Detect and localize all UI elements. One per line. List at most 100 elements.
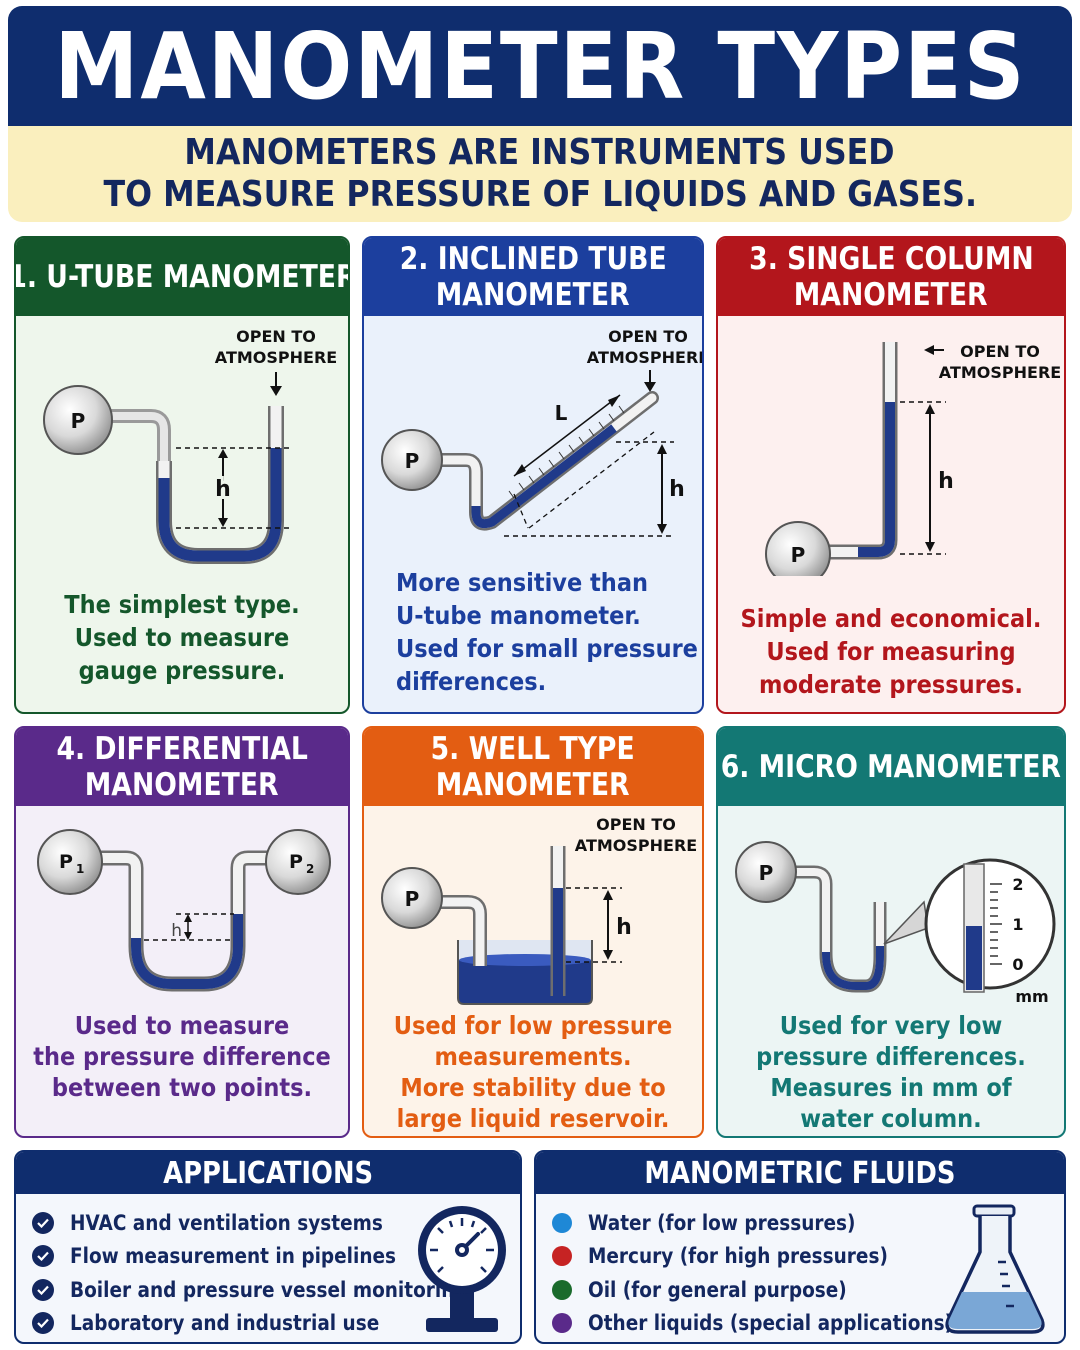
card-header: 4. DIFFERENTIAL MANOMETER [16,728,348,806]
p-label: P [71,409,86,433]
pressure-bulb [43,385,113,455]
check-circle-icon [32,1312,54,1335]
svg-text:ATMOSPHERE: ATMOSPHERE [587,348,704,367]
liquid-column [471,424,617,529]
pressure-bulb [381,867,443,929]
scale-label-2: 2 [1012,875,1023,894]
liquid-column [822,946,884,990]
card-header: 5. WELL TYPE MANOMETER [364,728,702,806]
card-description: Used to measure the pressure difference … [33,1011,331,1102]
scale-ticks [990,883,1002,965]
list-item: Flow measurement in pipelines [32,1240,520,1274]
svg-text:OPEN TO: OPEN TO [608,327,688,346]
card-micro-manometer: 6. MICRO MANOMETER 2 1 0 mm P Used for v… [716,726,1066,1138]
pressure-bulb [735,841,797,903]
subtitle-line-2: TO MEASURE PRESSURE OF LIQUIDS AND GASES… [103,174,977,215]
oil-dot-icon [552,1279,572,1300]
liquid-column [158,448,282,562]
svg-text:1: 1 [76,862,84,876]
card-description: Used for very low pressure differences. … [756,1011,1026,1133]
pressure-gauge-icon [418,1206,506,1332]
svg-text:P: P [759,861,774,885]
check-circle-icon [32,1245,54,1268]
svg-text:ATMOSPHERE: ATMOSPHERE [939,363,1061,382]
mercury-dot-icon [552,1246,572,1267]
pressure-bulb [381,429,443,491]
list-item: Water (for low pressures) [552,1206,1003,1240]
subtitle-line-1: MANOMETERS ARE INSTRUMENTS USED [184,132,896,173]
card-header: 2. INCLINED TUBE MANOMETER [364,238,702,316]
u-tube [96,850,272,992]
h-label: h [616,915,632,940]
svg-text:OPEN TO: OPEN TO [596,815,676,834]
connector-pipe [104,409,171,468]
subtitle-banner: MANOMETERS ARE INSTRUMENTS USED TO MEASU… [8,126,1072,222]
water-dot-icon [552,1212,572,1233]
other-liquid-dot-icon [552,1313,572,1334]
h-label: h [669,477,685,502]
svg-text:P: P [791,543,806,567]
list-item: HVAC and ventilation systems [32,1206,520,1240]
list-item: Oil (for general purpose) [552,1273,1003,1307]
svg-text:P: P [405,449,420,473]
arrow-head-icon [270,386,282,396]
l-label: L [555,401,568,425]
unit-label: mm [1015,987,1048,1006]
differential-diagram: h P 1 P 2 [37,829,331,992]
list-item: Boiler and pressure vessel monitoring [32,1273,520,1307]
card-description: The simplest type. Used to measure gauge… [64,590,300,685]
open-label-2: ATMOSPHERE [215,348,337,367]
single-column-tube [808,342,898,560]
scale-ticks [508,405,625,499]
inclined-tube-diagram: OPEN TO ATMOSPHERE L h P [381,327,704,537]
well-type-diagram: OPEN TO ATMOSPHERE h P [381,815,697,1005]
h-label: h [171,921,182,941]
svg-text:2: 2 [306,862,314,876]
pressure-bulb [765,521,831,576]
l-dimension [513,394,621,477]
card-description: Simple and economical. Used for measurin… [740,604,1042,699]
card-title: 1. U-TUBE MANOMETER [14,259,350,295]
card-header: 1. U-TUBE MANOMETER [16,238,348,316]
list-item: Other liquids (special applications) [552,1307,1003,1341]
liquid-column [131,914,243,989]
page-title: MANOMETER TYPES [53,12,1027,120]
liquid-column [858,402,895,557]
h-label: h [938,469,954,494]
applications-list: HVAC and ventilation systems Flow measur… [32,1206,520,1341]
title-banner: MANOMETER TYPES [8,6,1072,126]
fluids-header: MANOMETRIC FLUIDS [536,1152,1064,1194]
svg-text:OPEN TO: OPEN TO [960,342,1040,361]
h-label: h [215,477,231,502]
applications-panel: APPLICATIONS HVAC and ventilation system… [14,1150,522,1344]
card-header: 6. MICRO MANOMETER [718,728,1064,806]
card-header: 3. SINGLE COLUMN MANOMETER [718,238,1064,316]
applications-header: APPLICATIONS [16,1152,520,1194]
flask-icon [945,1204,1045,1334]
card-well-type-manometer: 5. WELL TYPE MANOMETER OPEN TO ATMOSPHER… [362,726,704,1138]
svg-text:P: P [405,887,420,911]
pressure-bulb-1 [37,829,103,895]
svg-text:P: P [59,851,73,873]
card-single-column-manometer: 3. SINGLE COLUMN MANOMETER OPEN TO ATMOS… [716,236,1066,714]
u-tube [788,865,887,993]
fluids-list: Water (for low pressures) Mercury (for h… [552,1206,1003,1340]
single-column-diagram: OPEN TO ATMOSPHERE h P [765,342,1061,576]
card-description: Used for low pressure measurements. More… [393,1011,673,1133]
fluids-panel: MANOMETRIC FLUIDS Water (for low pressur… [534,1150,1066,1344]
svg-text:P: P [289,851,303,873]
scale-label-0: 0 [1012,955,1023,974]
check-circle-icon [32,1211,54,1234]
scale-label-1: 1 [1012,915,1023,934]
pressure-bulb-2 [265,829,331,895]
svg-text:ATMOSPHERE: ATMOSPHERE [575,836,697,855]
check-circle-icon [32,1278,54,1301]
u-tube-diagram: OPEN TO ATMOSPHERE P h [43,327,337,564]
list-item: Laboratory and industrial use [32,1307,520,1341]
open-label-1: OPEN TO [236,327,316,346]
card-description: More sensitive than U-tube manometer. Us… [396,568,698,696]
card-differential-manometer: 4. DIFFERENTIAL MANOMETER h P 1 P 2 Used… [14,726,350,1138]
micro-manometer-diagram: 2 1 0 mm P [735,841,1056,1006]
card-u-tube-manometer: 1. U-TUBE MANOMETER OPEN TO ATMOSPHERE P… [14,236,350,714]
list-item: Mercury (for high pressures) [552,1240,1003,1274]
